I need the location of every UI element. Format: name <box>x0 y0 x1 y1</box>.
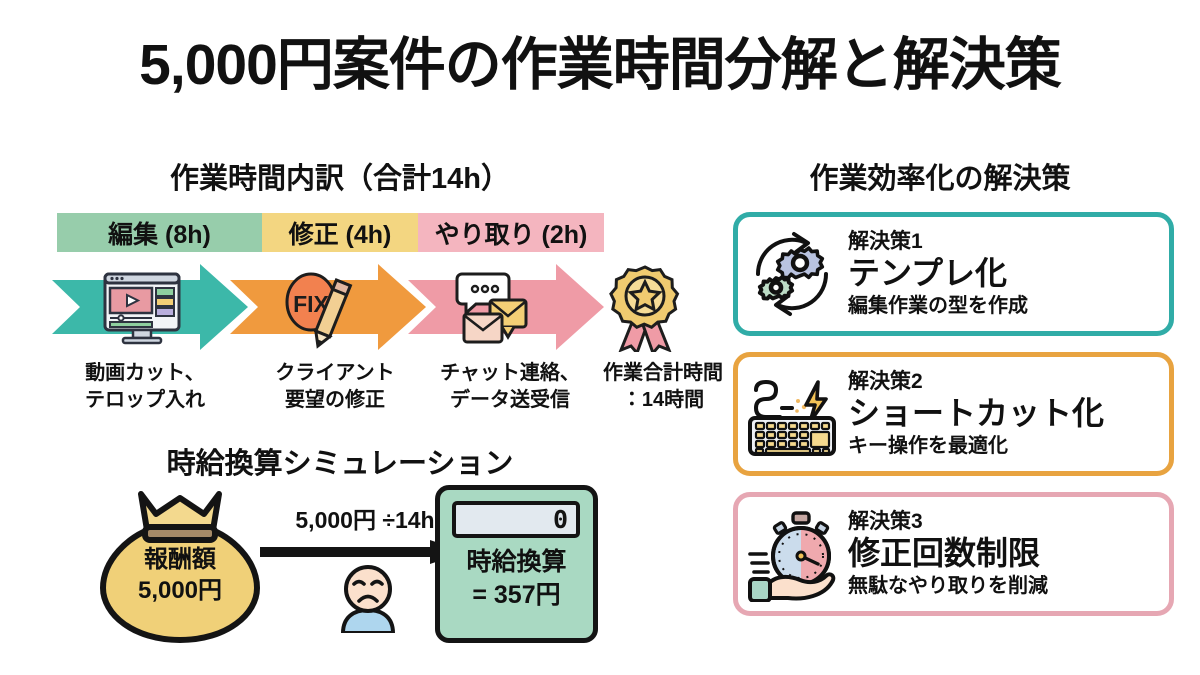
solution-card-3[interactable]: 解決策3 修正回数制限 無駄なやり取りを削減 <box>733 492 1174 616</box>
solution-card-2[interactable]: 解決策2 ショートカット化 キー操作を最適化 <box>733 352 1174 476</box>
calculator-result-line1: 時給換算 <box>466 548 567 576</box>
solution-card-2-kicker: 解決策2 <box>848 369 923 393</box>
video-editor-icon <box>97 262 187 352</box>
fix-pencil-icon: FIX <box>274 262 364 352</box>
segment-fix: 修正 (4h) <box>262 213 418 252</box>
award-rosette-icon <box>600 262 690 352</box>
keyboard-bolt-icon <box>738 364 846 464</box>
flow-caption-2: クライアント 要望の修正 <box>250 360 420 414</box>
simulation-heading: 時給換算シミュレーション <box>166 448 514 480</box>
money-bag-label-title: 報酬額 <box>144 546 216 573</box>
money-bag-label-amount: 5,000円 <box>137 576 223 604</box>
solution-card-3-kicker: 解決策3 <box>848 509 923 533</box>
solutions-heading: 作業効率化の解決策 <box>809 163 1071 195</box>
solution-card-1-kicker: 解決策1 <box>848 229 923 253</box>
flow-caption-3-line1: チャット連絡、 <box>440 362 580 384</box>
solution-card-1-body: 解決策1 テンプレ化 編集作業の型を作成 <box>846 230 1169 319</box>
sad-face-icon <box>337 563 399 635</box>
money-bag-icon <box>95 488 265 646</box>
flow-caption-3: チャット連絡、 データ送受信 <box>420 360 600 414</box>
process-flow-arrows: FIX <box>52 262 680 352</box>
hourly-rate-simulation: 報酬額 5,000円 5,000円 ÷14h 0 時給換算 = 357円 <box>60 485 630 650</box>
calculator-result-line2: = 357円 <box>472 580 561 609</box>
breakdown-heading: 作業時間内訳（合計14h） <box>170 163 510 195</box>
flow-caption-total-line1: 作業合計時間 <box>603 362 723 384</box>
equation-label: 5,000円 ÷14h <box>295 507 435 533</box>
solution-card-2-body: 解決策2 ショートカット化 キー操作を最適化 <box>846 370 1169 459</box>
page-title: 5,000円案件の作業時間分解と解決策 <box>139 33 1062 97</box>
flow-caption-2-line2: 要望の修正 <box>285 389 385 411</box>
solution-card-1[interactable]: 解決策1 テンプレ化 編集作業の型を作成 <box>733 212 1174 336</box>
flow-caption-2-line1: クライアント <box>275 362 395 384</box>
flow-caption-1: 動画カット、 テロップ入れ <box>60 360 230 414</box>
stopwatch-hand-icon <box>738 504 846 604</box>
money-bag-label: 報酬額 5,000円 <box>95 545 265 606</box>
conversion-arrow-icon <box>260 540 465 564</box>
segment-communication: やり取り (2h) <box>418 213 604 252</box>
chat-mail-icon <box>450 262 540 352</box>
flow-caption-3-line2: データ送受信 <box>450 389 570 411</box>
flow-caption-1-line1: 動画カット、 <box>85 362 205 384</box>
segment-edit: 編集 (8h) <box>57 213 262 252</box>
calculator-display: 0 <box>452 501 580 538</box>
flow-caption-1-line2: テロップ入れ <box>85 389 205 411</box>
solution-card-1-title: テンプレ化 <box>848 254 1008 291</box>
solution-card-3-sub: 無駄なやり取りを削減 <box>848 575 1048 598</box>
calculator: 0 時給換算 = 357円 <box>435 485 598 643</box>
solution-card-2-sub: キー操作を最適化 <box>848 435 1008 458</box>
solution-card-3-body: 解決策3 修正回数制限 無駄なやり取りを削減 <box>846 510 1169 599</box>
solution-card-2-title: ショートカット化 <box>848 394 1105 431</box>
solution-card-1-sub: 編集作業の型を作成 <box>848 295 1028 318</box>
solution-card-3-title: 修正回数制限 <box>848 534 1041 571</box>
calculator-result: 時給換算 = 357円 <box>440 546 593 611</box>
flow-caption-total: 作業合計時間 ：14時間 <box>588 360 738 414</box>
flow-caption-total-line2: ：14時間 <box>621 389 705 411</box>
time-breakdown-bar: 編集 (8h) 修正 (4h) やり取り (2h) <box>57 213 604 252</box>
gears-refresh-icon <box>738 224 846 324</box>
